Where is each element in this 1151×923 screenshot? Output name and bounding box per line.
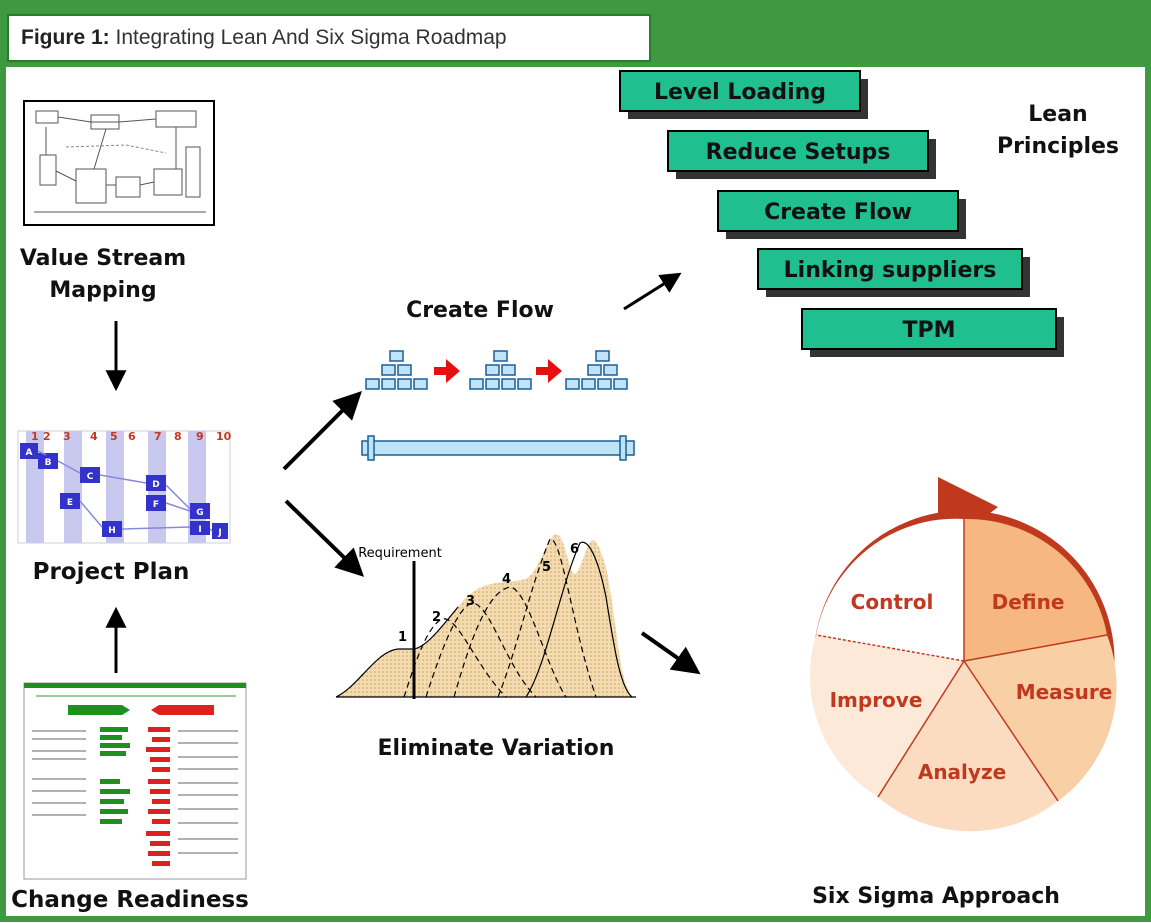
plan-num: 3 <box>63 430 71 443</box>
curve-num: 5 <box>542 560 551 575</box>
lean-heading-2: Principles <box>997 134 1119 159</box>
diagram-area: Value Stream Mapping 1 2 3 4 5 6 7 8 9 1… <box>5 66 1146 917</box>
variation-curves <box>335 534 636 699</box>
plan-num: 10 <box>216 430 232 443</box>
lean-principle: Linking suppliers <box>784 258 997 283</box>
six-sigma-cycle <box>810 477 1117 832</box>
plan-links <box>37 450 213 532</box>
curve-numbers: 1 2 3 4 5 6 <box>398 542 579 645</box>
curve-num: 2 <box>432 610 441 625</box>
plan-task: G <box>196 508 203 518</box>
plan-num: 9 <box>196 430 204 443</box>
project-plan-label: Project Plan <box>33 559 190 585</box>
plan-task: A <box>26 448 33 458</box>
plan-task-letters: A B C D E F G H I J <box>26 448 222 538</box>
plan-task-boxes <box>20 443 228 539</box>
plan-num: 6 <box>128 430 136 443</box>
arrow-flow-to-lean <box>623 272 682 311</box>
plan-day-numbers: 1 2 3 4 5 6 7 8 9 10 <box>31 430 232 443</box>
lean-principle: Create Flow <box>764 200 912 225</box>
plan-num: 2 <box>43 430 51 443</box>
lean-principles <box>619 70 1064 357</box>
phase-measure: Measure <box>1016 680 1113 704</box>
red-arrow-icon <box>434 359 460 383</box>
flow-pipe <box>361 435 635 461</box>
plan-task: J <box>217 528 221 538</box>
arrow-plan-to-variation <box>284 499 365 577</box>
plan-num: 1 <box>31 430 39 443</box>
red-arrow-icon <box>536 359 562 383</box>
phase-analyze: Analyze <box>918 760 1006 784</box>
figure-prefix: Figure 1: <box>21 26 110 49</box>
figure-title-box: Figure 1: Integrating Lean And Six Sigma… <box>7 14 651 62</box>
phase-control: Control <box>851 590 934 614</box>
plan-task: I <box>198 525 201 535</box>
phase-define: Define <box>992 590 1065 614</box>
curve-num: 4 <box>502 572 511 587</box>
plan-task: E <box>67 498 73 508</box>
curve-num: 6 <box>570 542 579 557</box>
create-flow-label: Create Flow <box>406 298 554 323</box>
plan-num: 5 <box>110 430 118 443</box>
lean-principle: Level Loading <box>654 80 826 105</box>
plan-num: 7 <box>154 430 162 443</box>
change-readiness-label: Change Readiness <box>11 887 249 913</box>
plan-task: H <box>108 526 116 536</box>
plan-task: D <box>152 480 159 490</box>
diagram-canvas: Value Stream Mapping 1 2 3 4 5 6 7 8 9 1… <box>11 70 1119 913</box>
value-stream-map-image <box>23 100 215 226</box>
flow-cells <box>365 350 628 390</box>
lean-principle: Reduce Setups <box>706 140 891 165</box>
plan-num: 4 <box>90 430 98 443</box>
plan-task: C <box>87 472 94 482</box>
lean-principle: TPM <box>902 318 955 343</box>
curve-num: 1 <box>398 630 407 645</box>
figure-title: Figure 1: Integrating Lean And Six Sigma… <box>21 26 507 50</box>
curve-num: 3 <box>466 594 475 609</box>
figure-title-text: Integrating Lean And Six Sigma Roadmap <box>115 26 507 49</box>
requirement-label: Requirement <box>358 546 442 561</box>
lean-heading-1: Lean <box>1028 102 1087 127</box>
plan-task: F <box>153 500 159 510</box>
arrow-variation-to-sixsigma <box>640 631 701 675</box>
phase-improve: Improve <box>830 688 923 712</box>
plan-num: 8 <box>174 430 182 443</box>
change-readiness-image <box>23 682 247 880</box>
value-stream-label-2: Mapping <box>49 278 156 303</box>
figure-header: Figure 1: Integrating Lean And Six Sigma… <box>0 0 1151 66</box>
arrow-plan-to-flow <box>282 391 362 471</box>
eliminate-variation-label: Eliminate Variation <box>378 736 615 761</box>
plan-task: B <box>45 458 52 468</box>
value-stream-label-1: Value Stream <box>20 246 186 271</box>
six-sigma-label: Six Sigma Approach <box>812 884 1060 909</box>
